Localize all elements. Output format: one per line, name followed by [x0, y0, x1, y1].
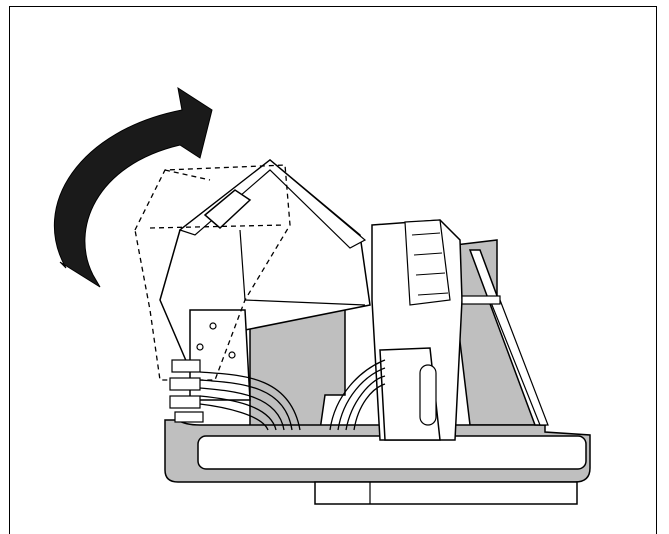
base-foot [314, 481, 578, 505]
figure-frame [9, 6, 657, 534]
cable-bundle-right [329, 359, 386, 431]
module-handle [203, 189, 252, 230]
base-tray-front [197, 435, 587, 470]
rotation-arrow-icon [53, 86, 213, 288]
alternate-position-outline [134, 164, 291, 381]
wire-connectors [169, 359, 204, 423]
connector-pin [461, 295, 501, 305]
cable-bundle-left [199, 371, 301, 431]
